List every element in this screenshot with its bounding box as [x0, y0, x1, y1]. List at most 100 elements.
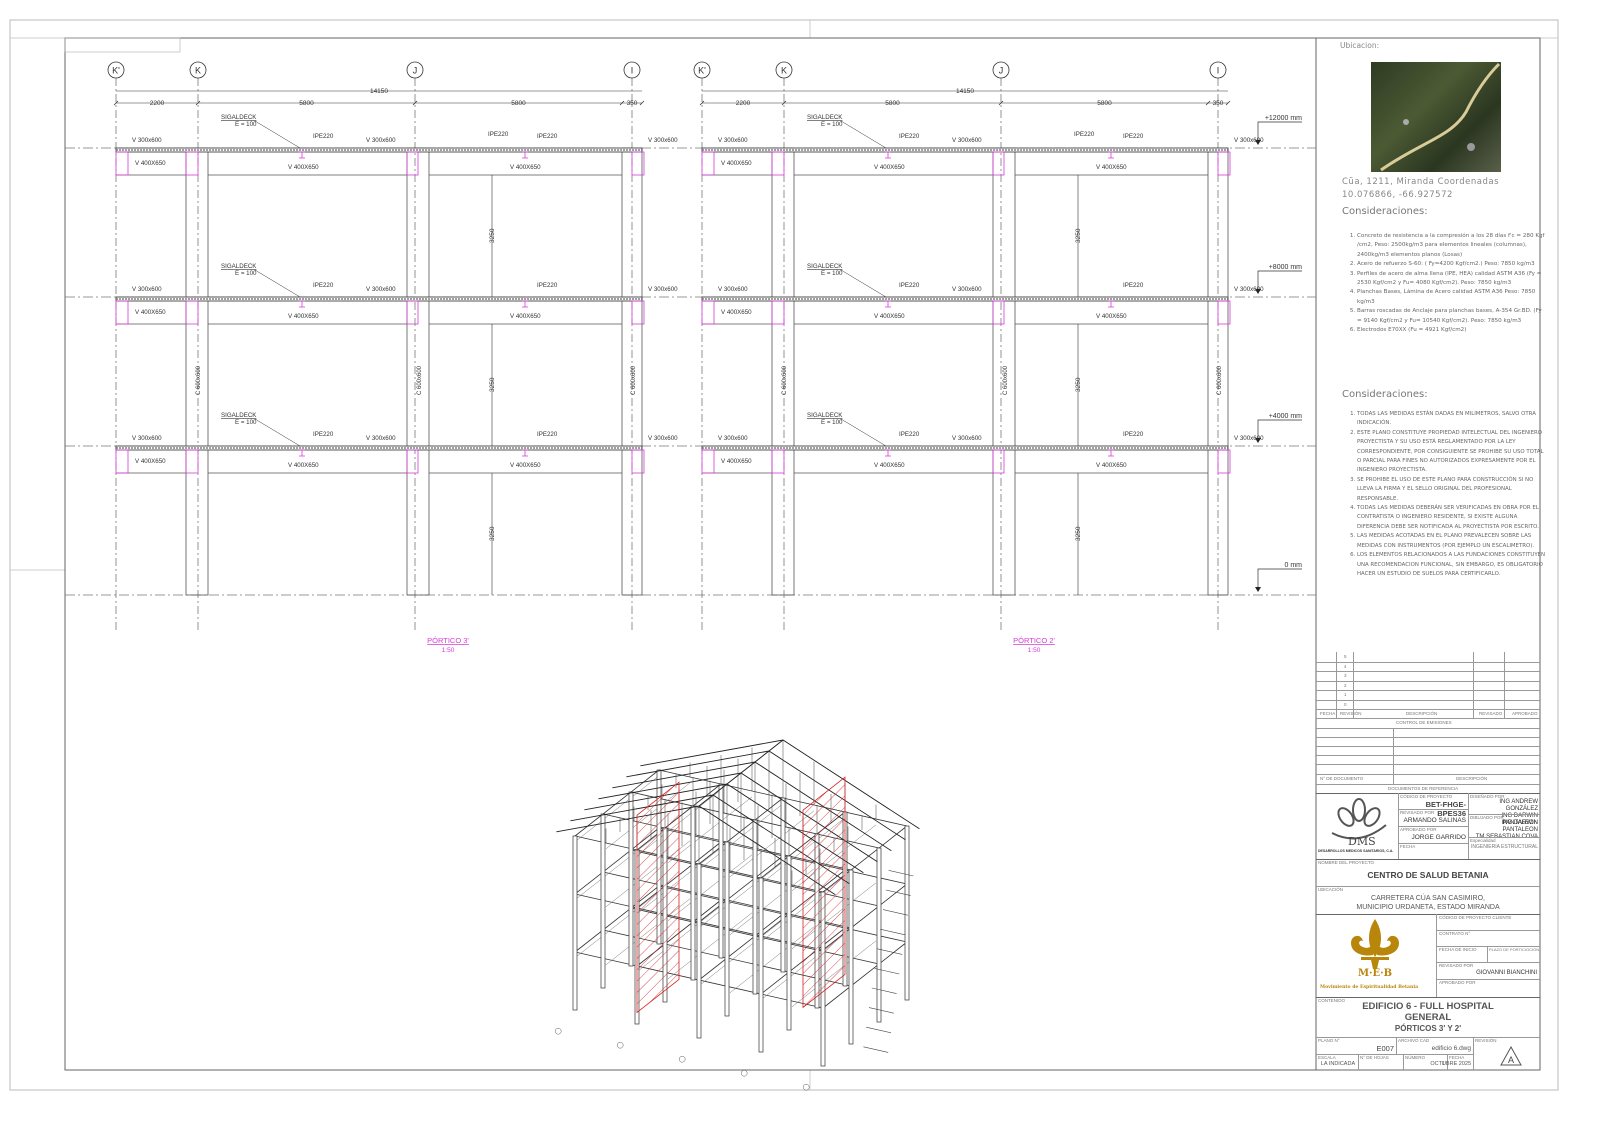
revision-value: A: [1508, 1055, 1514, 1065]
location-line-2: MUNICIPIO URDANETA, ESTADO MIRANDA: [1356, 903, 1500, 911]
iso-stair-step: [871, 987, 897, 994]
grid-axis-bubble: [775, 61, 793, 79]
iso-column: [780, 797, 786, 973]
ipe220-section-icon: [299, 449, 305, 457]
dimension-tick: [781, 100, 787, 106]
deck-label: SIGALDECK: [807, 412, 843, 419]
portico-scale: 1:50: [442, 647, 455, 654]
edge-beam-label: V 300x600: [132, 137, 162, 144]
level-marker: [1257, 419, 1302, 440]
level-label: 0 mm: [1285, 562, 1303, 569]
edge-beam-label: V 300x600: [132, 435, 162, 442]
edge-beam-section: [406, 449, 419, 474]
main-beam-label: V 400X650: [1096, 313, 1127, 320]
revision-row-number: 5: [1344, 654, 1347, 659]
deck-thickness-label: E = 100: [235, 270, 257, 277]
iso-joist: [667, 854, 753, 921]
outer-border: [9, 19, 1559, 1091]
ipe-label: IPE220: [1123, 133, 1144, 140]
column-label: C 600x600: [196, 365, 202, 395]
iso-stair-step: [866, 1026, 892, 1034]
dimension-total: 14150: [370, 88, 388, 95]
level-label: +12000 mm: [1265, 115, 1302, 122]
revision-label: REVISIÓN: [1475, 1038, 1497, 1043]
reviewed-by-label: REVISADO POR: [1400, 810, 1435, 815]
iso-grid-bubble: [678, 1055, 686, 1063]
dimension-span: 5800: [511, 100, 526, 107]
note-item: Barras roscadas de Anclaje para planchas…: [1357, 307, 1547, 326]
location-heading: Ubicacion:: [1340, 41, 1380, 50]
ipe220-section-icon: [1108, 449, 1114, 457]
edge-beam-label: V 300x600: [366, 137, 396, 144]
level-arrow-icon: [1255, 587, 1261, 592]
iso-beam: [698, 913, 784, 981]
sheet-date-label: FECHA: [1449, 1055, 1465, 1060]
approved-by-label: APROBADO POR: [1400, 827, 1437, 832]
iso-joist: [667, 912, 753, 979]
revision-row-number: 1: [1344, 692, 1347, 697]
ipe-label: IPE220: [899, 133, 920, 140]
edge-beam-label: V 300x600: [648, 286, 678, 293]
approved-by: JORGE GARRIDO: [1411, 834, 1466, 841]
iso-column: [600, 813, 606, 989]
story-height-label: 3250: [489, 526, 496, 541]
ipe220-section-icon: [299, 300, 305, 308]
materials-heading: Consideraciones:: [1342, 206, 1428, 217]
grid-axis-label: I: [631, 66, 634, 76]
deck-thickness-label: E = 100: [821, 121, 843, 128]
iso-ridge: [698, 739, 784, 807]
edge-beam-label: V 300x600: [952, 435, 982, 442]
level-label: +8000 mm: [1269, 264, 1302, 271]
client-approved-by-label: APROBADO POR: [1439, 980, 1476, 985]
revision-row-number: 3: [1344, 673, 1347, 678]
iso-stair-step: [874, 968, 900, 975]
content-label: CONTENIDO: [1318, 998, 1345, 1003]
main-beam-label: V 400X650: [721, 309, 752, 316]
project-name: CENTRO DE SALUD BETANIA: [1367, 870, 1489, 880]
dimension-tick: [619, 100, 625, 106]
iso-beam: [698, 855, 784, 923]
header-description: DESCRIPCIÓN: [1406, 711, 1438, 716]
revision-triangle-icon: A: [1500, 1046, 1522, 1066]
date-label: FECHA: [1400, 844, 1416, 849]
iso-column: [690, 805, 696, 981]
iso-stair-step: [877, 948, 903, 955]
edge-beam-section: [1217, 300, 1231, 325]
dms-logo: DMS: [1331, 798, 1387, 847]
grid-axis-bubble: [693, 61, 711, 79]
dimension-tick: [195, 100, 201, 106]
contract-label: CONTRATO N°: [1439, 931, 1471, 936]
iso-column: [724, 841, 730, 1017]
edge-beam-label: V 300x600: [952, 137, 982, 144]
edge-beam-section: [992, 449, 1005, 474]
cad-file-label: ARCHIVO CAD: [1398, 1038, 1430, 1043]
note-item: SE PROHIBE EL USO DE ESTE PLANO PARA CON…: [1357, 476, 1547, 504]
dimension-tick: [699, 100, 705, 106]
edge-beam-section: [406, 300, 419, 325]
meb-fleur-de-lis-logo: [1351, 919, 1399, 969]
materials-notes: Concreto de resistencia a la compresión …: [1340, 232, 1547, 335]
sheets-label: N° DE HOJAS: [1360, 1055, 1389, 1060]
level-arrow-icon: [1255, 438, 1261, 443]
note-item: LOS ELEMENTOS RELACIONADOS A LAS FUNDACI…: [1357, 551, 1547, 579]
deck-label: SIGALDECK: [807, 114, 843, 121]
scale-label: ESCALA: [1318, 1055, 1336, 1060]
ipe220-section-icon: [522, 151, 528, 159]
ipe-label: IPE220: [899, 431, 920, 438]
dimension-tick: [639, 100, 645, 106]
dimension-span: 5800: [885, 100, 900, 107]
deck-thickness-label: E = 100: [821, 270, 843, 277]
deck-thickness-label: E = 100: [235, 121, 257, 128]
plan-number-label: PLANO N°: [1318, 1038, 1340, 1043]
revision-row-number: 2: [1344, 682, 1347, 688]
iso-grid-bubble: [554, 1027, 562, 1035]
ipe-label: IPE220: [537, 133, 558, 140]
dimension-span: 2200: [736, 100, 751, 107]
edge-beam-label: V 300x600: [648, 435, 678, 442]
ipe220-section-icon: [1108, 300, 1114, 308]
reviewed-by: ARMANDO SALINAS: [1403, 817, 1467, 824]
iso-grid-bubble: [740, 1069, 748, 1077]
edge-beam-section: [771, 449, 785, 474]
level-marker: [1257, 568, 1302, 589]
grid-axis-bubble: [1209, 61, 1227, 79]
